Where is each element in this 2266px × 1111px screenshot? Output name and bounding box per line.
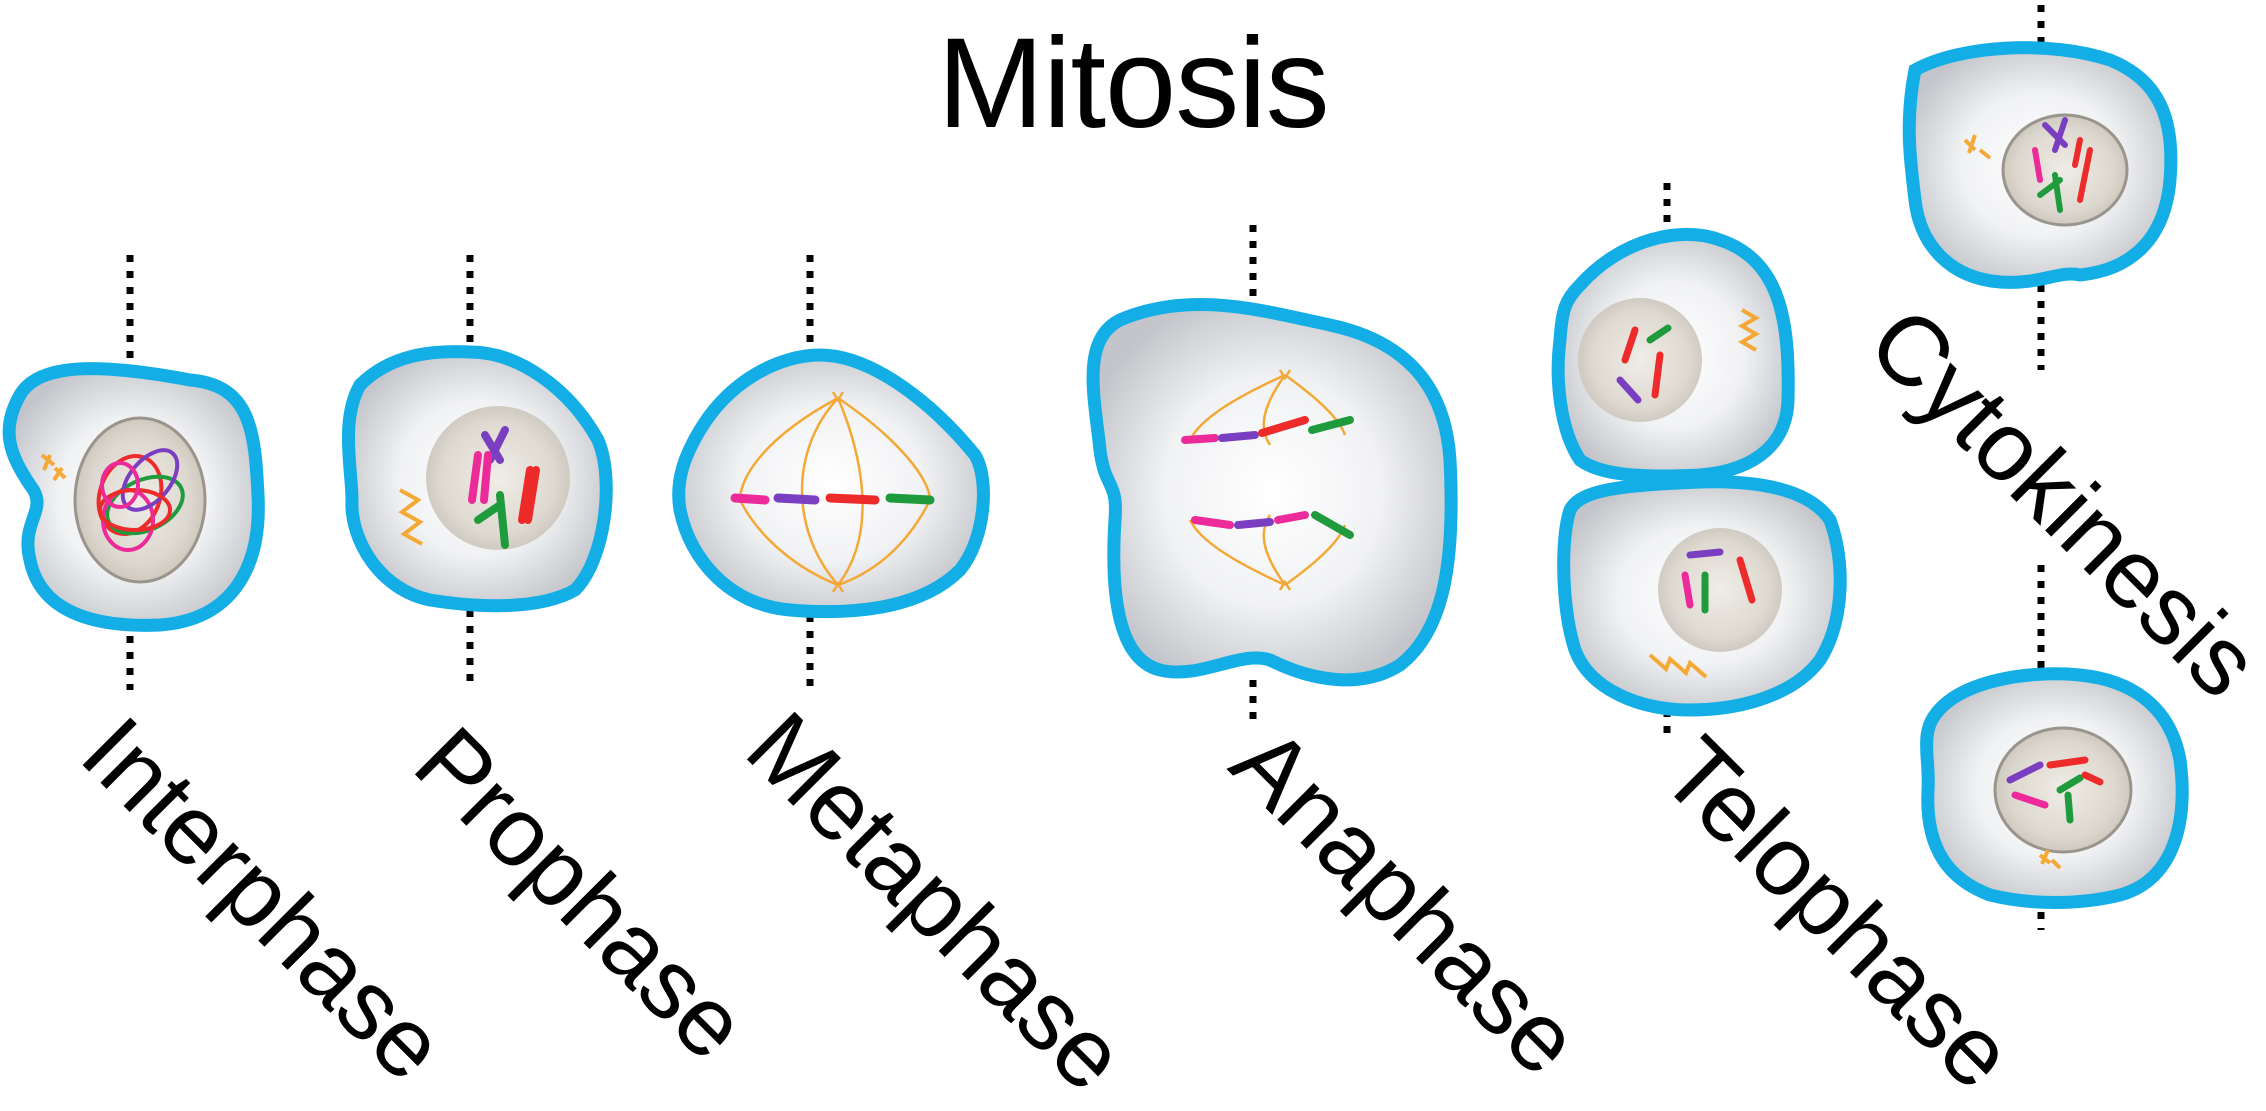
cytokinesis-cells: [1902, 41, 2189, 909]
diagram-title: Mitosis: [937, 12, 1329, 155]
prophase-cell: [341, 345, 613, 613]
telophase-cells: [1551, 227, 1847, 717]
metaphase-cell: [672, 348, 990, 619]
pole-axis-lines: [126, 5, 2045, 930]
interphase-cell: [2, 362, 265, 632]
anaphase-cell: [1086, 297, 1458, 687]
